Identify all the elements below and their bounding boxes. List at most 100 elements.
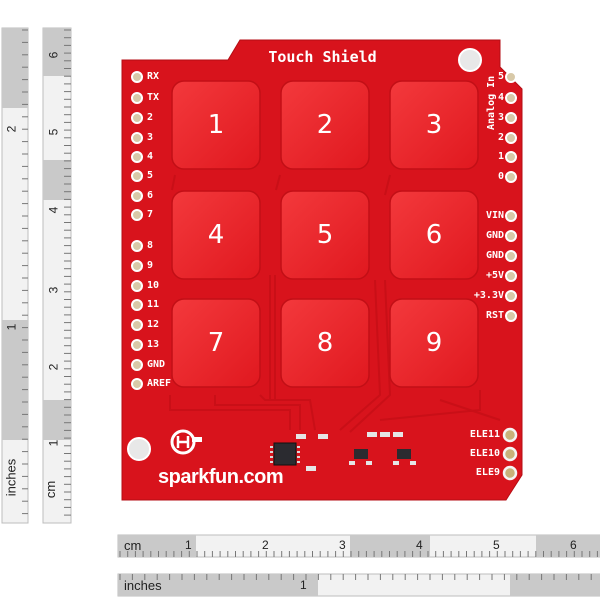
mounting-hole bbox=[458, 48, 482, 72]
touch-pad-number: 4 bbox=[207, 220, 225, 250]
chip-pins bbox=[270, 446, 300, 463]
pin-label: 4 bbox=[497, 92, 504, 103]
pcb-traces bbox=[169, 174, 501, 433]
header-hole bbox=[131, 260, 143, 272]
header-hole bbox=[502, 427, 518, 443]
pin-label: RST bbox=[485, 310, 504, 321]
header-hole bbox=[131, 240, 143, 252]
pin-label: 3 bbox=[147, 132, 154, 143]
brand-logo-text: sparkfun.com bbox=[158, 466, 284, 488]
touch-pad-number: 1 bbox=[207, 110, 225, 140]
pin-label: +5V bbox=[485, 270, 504, 281]
pin-label: 4 bbox=[147, 151, 154, 162]
horizontal-cm-mark: 1 bbox=[185, 538, 192, 552]
header-hole bbox=[131, 378, 143, 390]
header-hole bbox=[502, 446, 518, 462]
header-hole bbox=[131, 132, 143, 144]
touch-pad-number: 6 bbox=[425, 220, 443, 250]
header-hole bbox=[505, 112, 517, 124]
touch-pad: 2 bbox=[280, 80, 370, 170]
pin-label: 7 bbox=[147, 209, 154, 220]
touch-pad: 6 bbox=[389, 190, 479, 280]
header-hole bbox=[131, 112, 143, 124]
mounting-hole bbox=[127, 437, 151, 461]
transistor bbox=[397, 449, 411, 459]
pin-label: GND bbox=[147, 359, 166, 370]
touch-pad: 9 bbox=[389, 298, 479, 388]
electrode-pin-label: ELE9 bbox=[475, 467, 500, 478]
touch-pad-number: 2 bbox=[316, 110, 334, 140]
header-hole bbox=[505, 132, 517, 144]
pin-label: TX bbox=[147, 92, 160, 103]
horizontal-cm-mark: 4 bbox=[416, 538, 423, 552]
vertical-ruler-ticks bbox=[22, 29, 71, 516]
pin-label: 8 bbox=[147, 240, 154, 251]
header-hole bbox=[505, 230, 517, 242]
header-hole bbox=[505, 151, 517, 163]
pin-label: VIN bbox=[485, 210, 504, 221]
touch-pad-number: 5 bbox=[316, 220, 334, 250]
electrode-header-holes bbox=[502, 427, 518, 481]
touch-pad: 8 bbox=[280, 298, 370, 388]
touch-pad-number: 9 bbox=[425, 328, 443, 358]
pin-label: 12 bbox=[147, 319, 160, 330]
touch-pad-number: 8 bbox=[316, 328, 334, 358]
pin-label: 11 bbox=[147, 299, 160, 310]
pin-label: RX bbox=[147, 71, 160, 82]
header-hole bbox=[505, 171, 517, 183]
header-hole bbox=[131, 92, 143, 104]
pin-label: 0 bbox=[497, 171, 504, 182]
header-hole bbox=[502, 465, 518, 481]
smd-components bbox=[296, 432, 416, 471]
touch-pad-number: 3 bbox=[425, 110, 443, 140]
pin-label: 2 bbox=[147, 112, 154, 123]
pin-label: 2 bbox=[497, 132, 504, 143]
touch-pad-number: 7 bbox=[207, 328, 225, 358]
header-hole bbox=[131, 339, 143, 351]
header-hole bbox=[131, 280, 143, 292]
left-header-holes bbox=[131, 71, 143, 390]
pin-label: GND bbox=[485, 230, 504, 241]
header-hole bbox=[505, 210, 517, 222]
pin-label: 6 bbox=[147, 190, 154, 201]
electrode-pin-label: ELE10 bbox=[469, 448, 500, 459]
hackable-logo bbox=[170, 429, 202, 455]
horizontal-cm-mark: 5 bbox=[493, 538, 500, 552]
pin-label: 10 bbox=[147, 280, 160, 291]
horizontal-cm-mark: 6 bbox=[570, 538, 577, 552]
header-hole bbox=[131, 190, 143, 202]
header-hole bbox=[131, 299, 143, 311]
touch-pad: 3 bbox=[389, 80, 479, 170]
horizontal-inch-unit: inches bbox=[124, 578, 162, 593]
pin-label: 13 bbox=[147, 339, 160, 350]
header-hole bbox=[505, 310, 517, 322]
header-hole bbox=[131, 151, 143, 163]
pin-label: 5 bbox=[497, 71, 504, 82]
touch-controller-chip bbox=[273, 442, 297, 466]
electrode-pin-label: ELE11 bbox=[469, 429, 500, 440]
horizontal-cm-mark: 2 bbox=[262, 538, 269, 552]
pin-label: AREF bbox=[147, 378, 172, 389]
touch-pad: 5 bbox=[280, 190, 370, 280]
horizontal-ruler-ticks bbox=[119, 551, 598, 580]
header-hole bbox=[505, 290, 517, 302]
header-hole bbox=[131, 359, 143, 371]
horizontal-inch-mark: 1 bbox=[300, 578, 307, 592]
transistor bbox=[354, 449, 368, 459]
board-title: Touch Shield bbox=[268, 48, 377, 66]
touch-pad: 1 bbox=[171, 80, 261, 170]
pin-label: 9 bbox=[147, 260, 154, 271]
header-hole bbox=[131, 319, 143, 331]
header-hole bbox=[505, 71, 517, 83]
touch-pad: 4 bbox=[171, 190, 261, 280]
header-hole bbox=[505, 270, 517, 282]
horizontal-ruler-shading bbox=[118, 535, 600, 596]
header-hole bbox=[505, 92, 517, 104]
horizontal-cm-unit: cm bbox=[124, 538, 142, 553]
touch-pad: 7 bbox=[171, 298, 261, 388]
pin-label: 1 bbox=[497, 151, 504, 162]
horizontal-cm-mark: 3 bbox=[339, 538, 346, 552]
